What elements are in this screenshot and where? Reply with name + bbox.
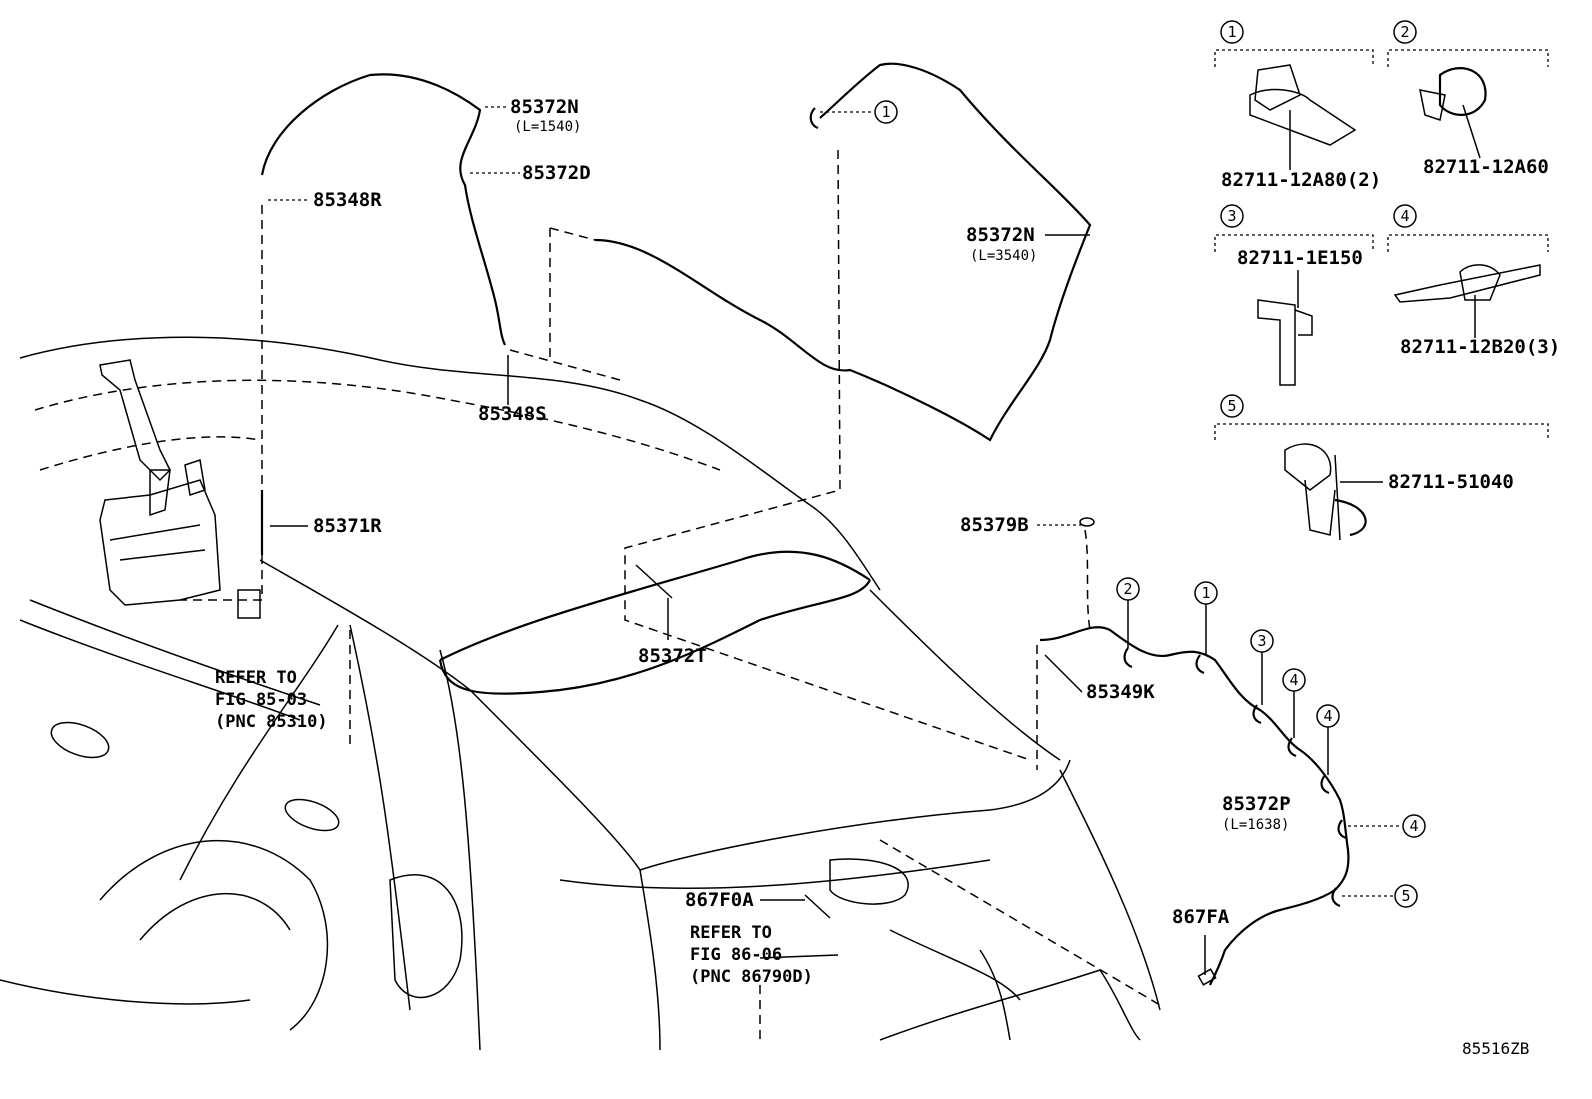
callout-867FA: 867FA <box>1172 906 1230 928</box>
vehicle-body <box>0 336 1161 1051</box>
clip-legend-art <box>1214 49 1549 541</box>
washer-tank <box>99 359 261 619</box>
callout-85372D: 85372D <box>522 162 591 184</box>
hose-clip-marker-1-top-number: 1 <box>881 103 890 121</box>
callout-85372N-right-length: (L=3540) <box>970 248 1037 264</box>
callout-85372N-top-length: (L=1540) <box>514 119 581 135</box>
callout-85372T: 85372T <box>638 645 707 667</box>
leader-lines <box>268 106 1206 975</box>
callout-85372P-length: (L=1638) <box>1222 817 1289 833</box>
legend-part-82711-12B20: 82711-12B20(3) <box>1400 336 1560 358</box>
callout-85379B: 85379B <box>960 514 1029 536</box>
callout-85372N-right: 85372N <box>966 224 1035 246</box>
legend-circle-3-number: 3 <box>1227 207 1236 225</box>
legend-part-82711-12A60: 82711-12A60 <box>1423 156 1549 178</box>
legend-circle-3: 3 <box>1220 204 1244 228</box>
callout-85372N-top: 85372N <box>510 96 579 118</box>
hose-clip-marker-4b-number: 4 <box>1323 707 1332 725</box>
legend-part-82711-51040: 82711-51040 <box>1388 471 1514 493</box>
legend-circle-4: 4 <box>1393 204 1417 228</box>
hose-clip-marker-4c-number: 4 <box>1409 817 1418 835</box>
hose-clips <box>809 107 1347 986</box>
figure-code: 85516ZB <box>1462 1039 1529 1058</box>
legend-part-82711-12A80: 82711-12A80(2) <box>1221 169 1381 191</box>
legend-part-82711-1E150: 82711-1E150 <box>1237 247 1363 269</box>
assembly-dashes <box>180 149 1161 1040</box>
hoses <box>260 62 1350 986</box>
callout-85348S: 85348S <box>478 403 547 425</box>
hose-clip-marker-3-number: 3 <box>1257 632 1266 650</box>
legend-circle-2-number: 2 <box>1400 23 1409 41</box>
hose-clip-marker-4a-number: 4 <box>1289 671 1298 689</box>
reference-note-85-03-line1: REFER TO <box>215 668 297 688</box>
hose-clip-marker-2: 2 <box>1116 577 1140 648</box>
legend-circle-5-number: 5 <box>1227 397 1236 415</box>
reference-note-86-06-line2: FIG 86-06 <box>690 945 782 965</box>
legend-circle-4-number: 4 <box>1400 207 1409 225</box>
reference-note-86-06-line3: (PNC 86790D) <box>690 967 813 987</box>
legend-circle-2: 2 <box>1393 20 1417 44</box>
callout-867F0A: 867F0A <box>685 889 754 911</box>
callout-85372P: 85372P <box>1222 793 1291 815</box>
hose-clip-marker-1-lower: 1 <box>1194 581 1218 655</box>
legend-circle-1: 1 <box>1220 20 1244 44</box>
reference-note-85-03-line2: FIG 85-03 <box>215 690 307 710</box>
hose-clip-marker-4c: 4 <box>1348 814 1426 838</box>
legend-circle-1-number: 1 <box>1227 23 1236 41</box>
hose-clip-marker-3: 3 <box>1250 629 1274 705</box>
hose-clip-marker-5-number: 5 <box>1401 887 1410 905</box>
reference-note-85-03-line3: (PNC 85310) <box>215 712 328 732</box>
callout-85348R: 85348R <box>313 189 382 211</box>
hose-clip-marker-1-top: 1 <box>820 100 898 124</box>
reference-note-86-06-line1: REFER TO <box>690 923 772 943</box>
callout-85349K: 85349K <box>1086 681 1155 703</box>
hose-clip-marker-1-lower-number: 1 <box>1201 584 1210 602</box>
hose-clip-marker-4b: 4 <box>1316 704 1340 775</box>
clip-legend-leaders <box>1289 104 1481 483</box>
callout-85371R: 85371R <box>313 515 382 537</box>
hose-clip-marker-4a: 4 <box>1282 668 1306 738</box>
hose-clip-marker-5: 5 <box>1342 884 1418 908</box>
hose-clip-marker-2-number: 2 <box>1123 580 1132 598</box>
legend-circle-5: 5 <box>1220 394 1244 418</box>
